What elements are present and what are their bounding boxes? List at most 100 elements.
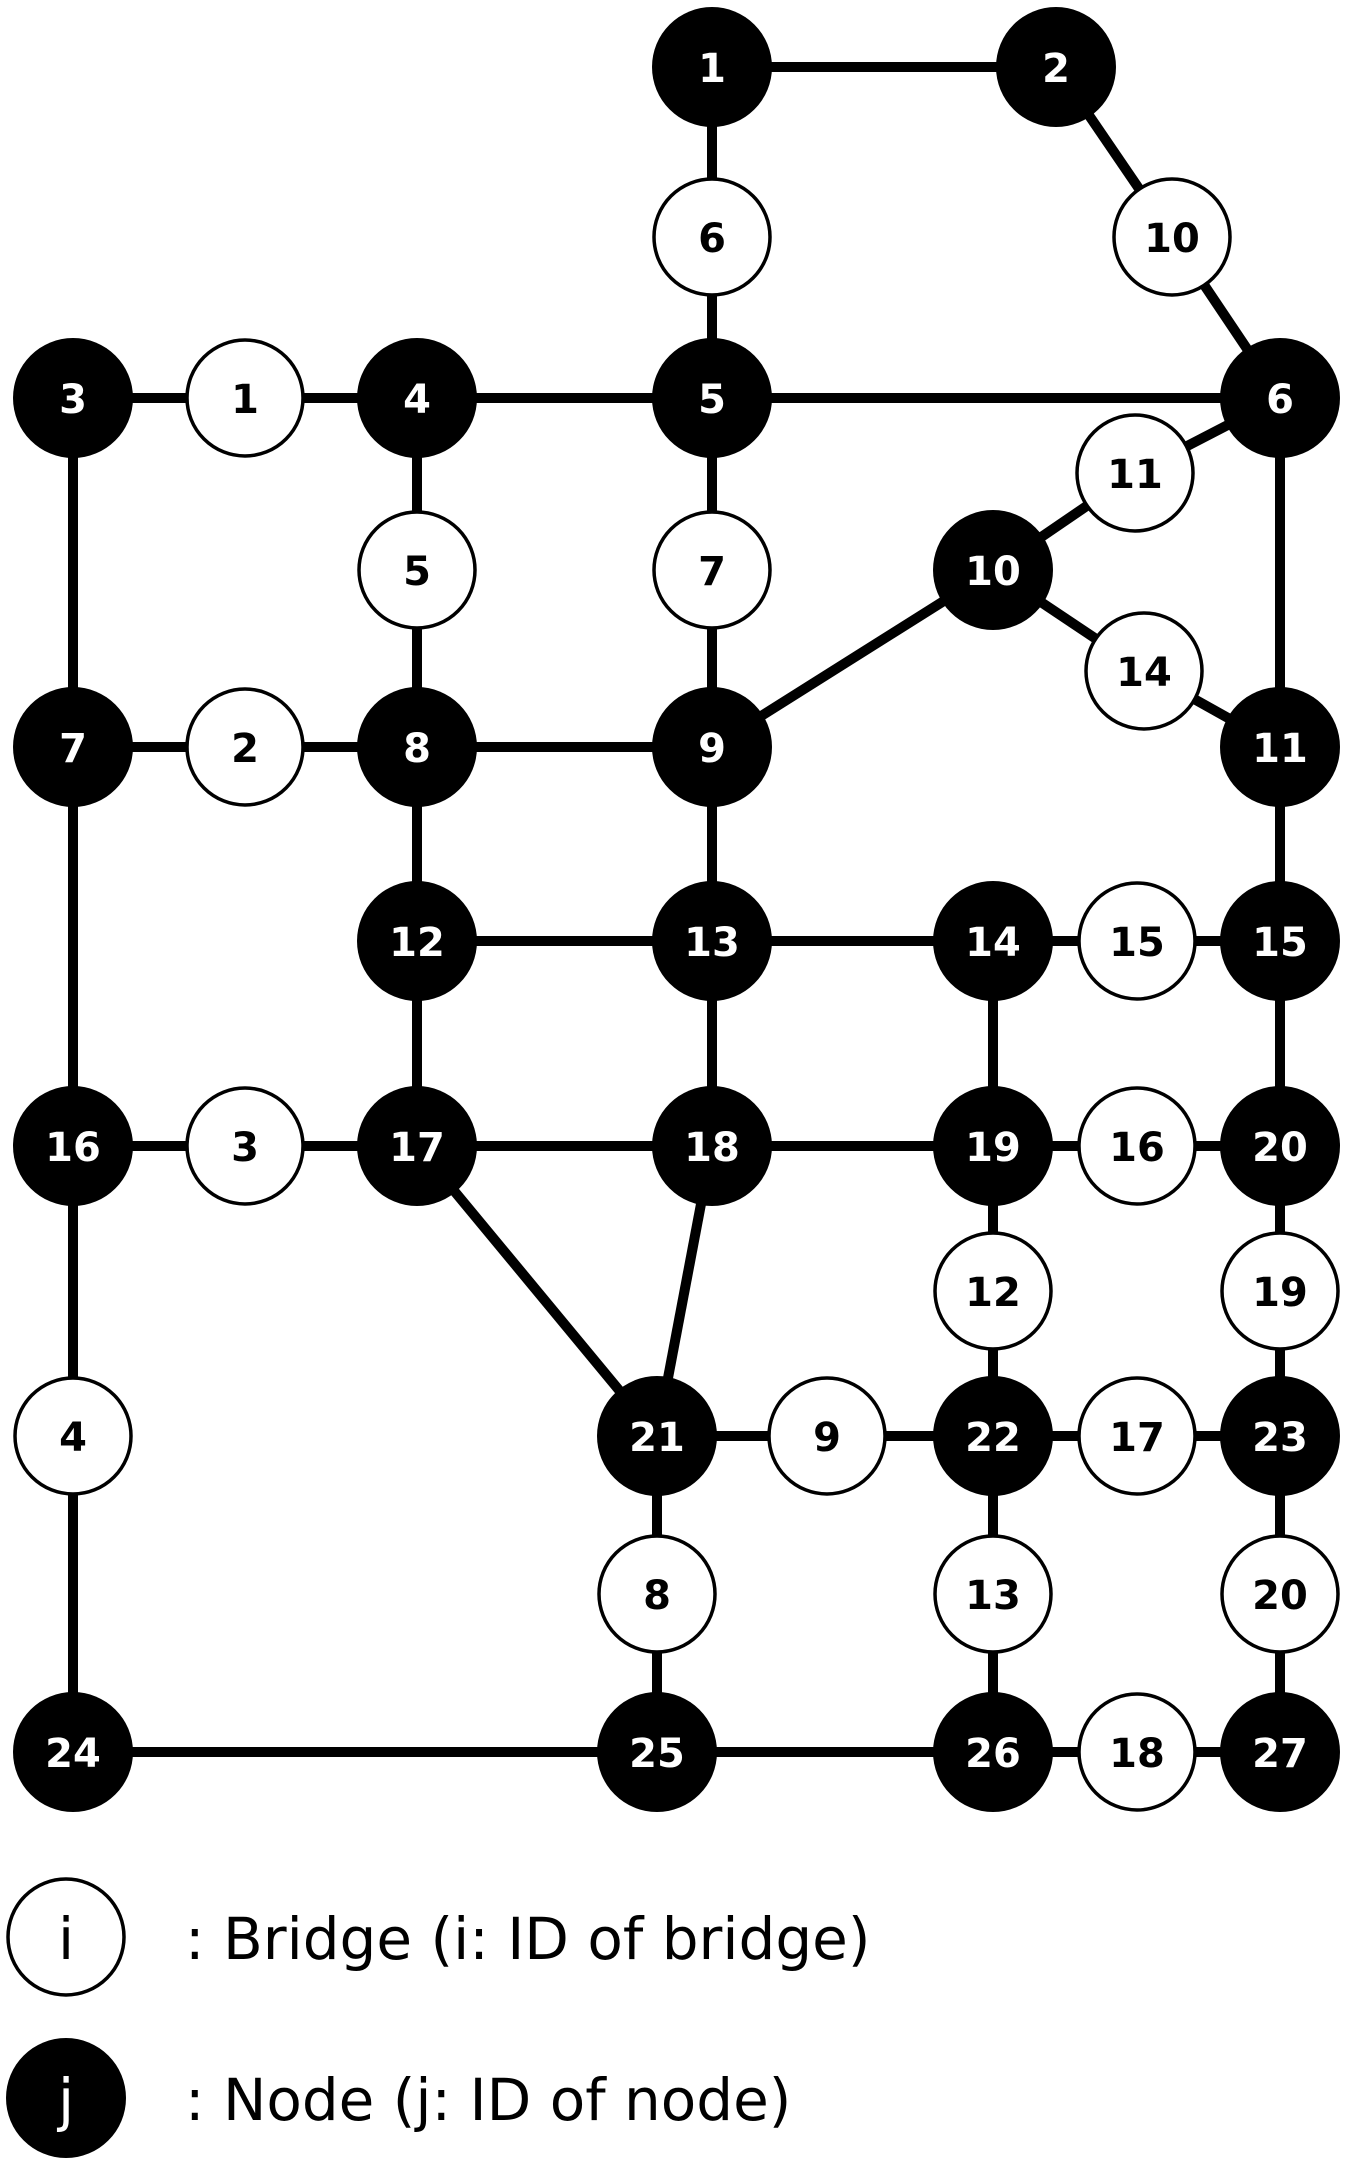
node-circle [1220, 687, 1340, 807]
bridge-14: 14 [1084, 611, 1204, 731]
node-5: 5 [652, 338, 772, 458]
bridge-label: 18 [1109, 1731, 1165, 1777]
node-label: 20 [1252, 1125, 1308, 1171]
bridge-circle [357, 510, 477, 630]
legend-node-circle [6, 2038, 126, 2158]
node-label: 23 [1252, 1415, 1308, 1461]
node-1: 1 [652, 7, 772, 127]
node-circle [357, 1086, 477, 1206]
bridge-9: 9 [767, 1376, 887, 1496]
node-label: 15 [1252, 920, 1308, 966]
node-circle [597, 1692, 717, 1812]
legend-bridge-circle [6, 1877, 126, 1997]
node-label: 12 [389, 920, 445, 966]
bridge-label: 14 [1116, 650, 1172, 696]
node-circle [933, 510, 1053, 630]
node-17: 17 [357, 1086, 477, 1206]
bridge-18: 18 [1077, 1692, 1197, 1812]
node-circle [357, 338, 477, 458]
node-label: 25 [629, 1731, 685, 1777]
bridge-10: 10 [1112, 177, 1232, 297]
bridge-11: 11 [1075, 413, 1195, 533]
node-circle [13, 338, 133, 458]
node-circle [652, 338, 772, 458]
bridge-label: 7 [698, 549, 726, 595]
bridge-2: 2 [185, 687, 305, 807]
node-circle [652, 7, 772, 127]
node-label: 10 [965, 549, 1021, 595]
legend: i : Bridge (i: ID of bridge) j : Node (j… [6, 1877, 870, 2158]
bridge-label: 10 [1144, 216, 1200, 262]
bridge-label: 13 [965, 1573, 1021, 1619]
node-12: 12 [357, 881, 477, 1001]
node-circle [13, 1086, 133, 1206]
bridge-label: 17 [1109, 1415, 1165, 1461]
bridge-circle [767, 1376, 887, 1496]
bridge-label: 1 [231, 377, 259, 423]
node-label: 5 [698, 377, 726, 423]
bridge-label: 3 [231, 1125, 259, 1171]
bridge-label: 20 [1252, 1573, 1308, 1619]
node-27: 27 [1220, 1692, 1340, 1812]
node-circle [597, 1376, 717, 1496]
legend-node-text: : Node (j: ID of node) [185, 2066, 791, 2134]
node-label: 11 [1252, 726, 1308, 772]
bridge-circle [1112, 177, 1232, 297]
node-label: 9 [698, 726, 726, 772]
node-14: 14 [933, 881, 1053, 1001]
node-label: 18 [684, 1125, 740, 1171]
node-circle [652, 687, 772, 807]
bridge-label: 4 [59, 1415, 87, 1461]
bridge-circle [1077, 881, 1197, 1001]
node-19: 19 [933, 1086, 1053, 1206]
bridge-circle [933, 1534, 1053, 1654]
bridge-label: 15 [1109, 920, 1165, 966]
node-label: 21 [629, 1415, 685, 1461]
node-label: 8 [403, 726, 431, 772]
node-circle [13, 1692, 133, 1812]
bridge-16: 16 [1077, 1086, 1197, 1206]
bridge-17: 17 [1077, 1376, 1197, 1496]
bridge-13: 13 [933, 1534, 1053, 1654]
node-circle [1220, 338, 1340, 458]
node-label: 27 [1252, 1731, 1308, 1777]
bridge-circle [185, 1086, 305, 1206]
node-circle [996, 7, 1116, 127]
node-24: 24 [13, 1692, 133, 1812]
legend-node: j : Node (j: ID of node) [6, 2038, 791, 2158]
node-circle [357, 881, 477, 1001]
node-label: 17 [389, 1125, 445, 1171]
node-26: 26 [933, 1692, 1053, 1812]
bridge-circle [1077, 1692, 1197, 1812]
bridge-label: 11 [1107, 452, 1163, 498]
bridge-circle [1220, 1231, 1340, 1351]
node-23: 23 [1220, 1376, 1340, 1496]
node-8: 8 [357, 687, 477, 807]
node-circle [933, 1692, 1053, 1812]
node-label: 26 [965, 1731, 1021, 1777]
node-3: 3 [13, 338, 133, 458]
node-label: 4 [403, 377, 431, 423]
node-4: 4 [357, 338, 477, 458]
node-15: 15 [1220, 881, 1340, 1001]
bridge-circle [652, 177, 772, 297]
node-20: 20 [1220, 1086, 1340, 1206]
node-circle [933, 1376, 1053, 1496]
legend-bridge: i : Bridge (i: ID of bridge) [6, 1877, 870, 1997]
bridge-label: 9 [813, 1415, 841, 1461]
edge-n17-n21 [413, 1142, 661, 1440]
node-circle [652, 881, 772, 1001]
bridge-label: 12 [965, 1270, 1021, 1316]
node-circle [652, 1086, 772, 1206]
bridge-circle [933, 1231, 1053, 1351]
legend-node-symbol: j [56, 2066, 74, 2134]
bridge-label: 6 [698, 216, 726, 262]
node-6: 6 [1220, 338, 1340, 458]
node-label: 24 [45, 1731, 101, 1777]
bridge-1: 1 [185, 338, 305, 458]
legend-bridge-symbol: i [58, 1905, 74, 1973]
node-11: 11 [1220, 687, 1340, 807]
bridge-circle [185, 687, 305, 807]
